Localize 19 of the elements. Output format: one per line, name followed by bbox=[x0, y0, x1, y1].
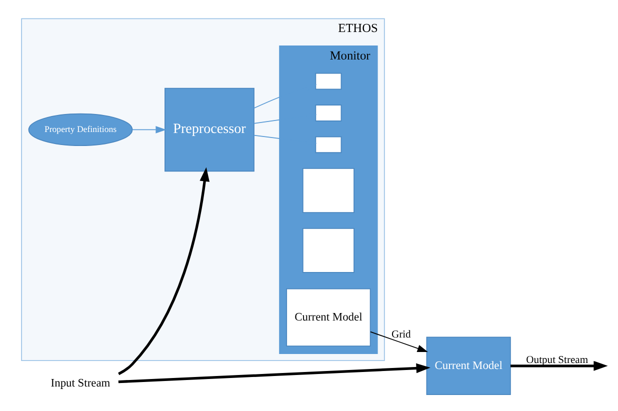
arrow bbox=[131, 126, 166, 134]
arrow bbox=[253, 84, 316, 108]
node-text: Input Stream bbox=[50, 378, 110, 390]
node-box bbox=[314, 72, 342, 90]
edge-label: Output Stream bbox=[526, 354, 588, 366]
node-box bbox=[302, 228, 354, 273]
node-box bbox=[302, 168, 354, 213]
node-box: Preprocessor bbox=[164, 88, 254, 172]
arrow bbox=[510, 360, 608, 371]
edge-label: Grid bbox=[390, 329, 410, 340]
arrow bbox=[118, 167, 210, 376]
arrow bbox=[253, 112, 316, 124]
node-box bbox=[314, 104, 342, 122]
node-box bbox=[314, 136, 342, 154]
node-box: Current Model bbox=[286, 288, 370, 346]
arrow bbox=[118, 363, 430, 384]
node-box: Current Model bbox=[426, 336, 510, 395]
arrow bbox=[370, 331, 428, 352]
node-ellipse: Property Definitions bbox=[28, 113, 132, 146]
